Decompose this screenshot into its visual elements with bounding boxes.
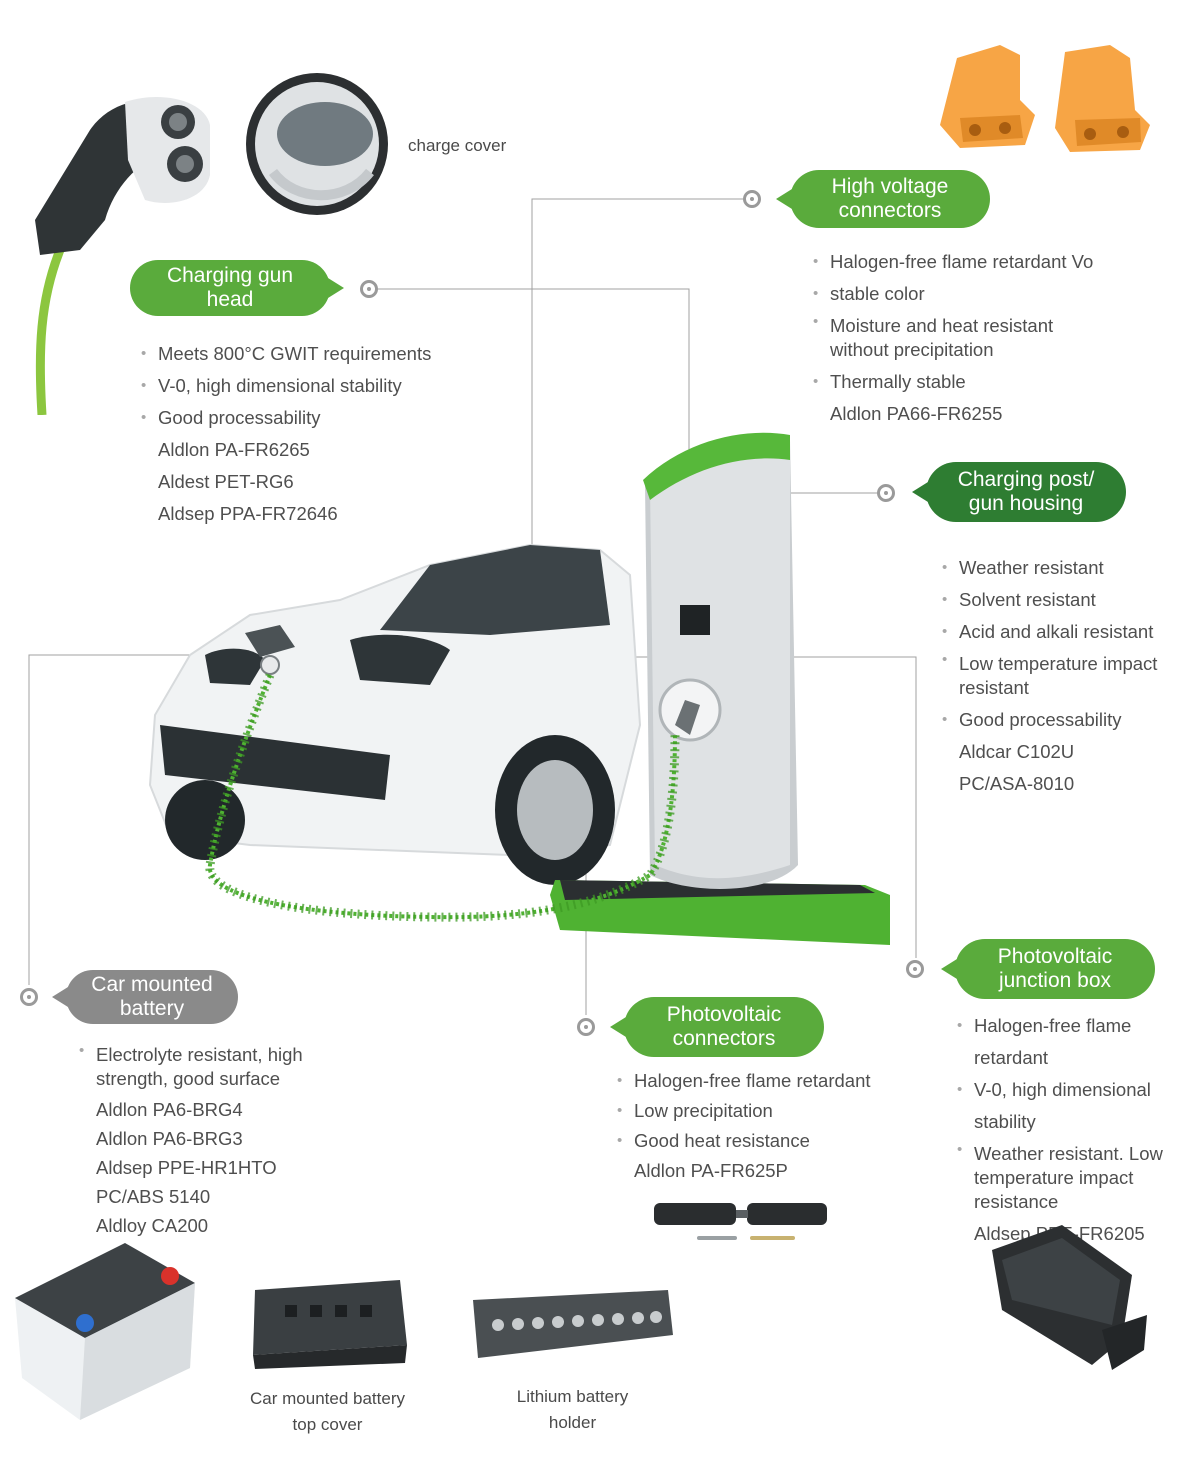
spec-material: Aldlon PA6-BRG4 [96,1099,243,1120]
pill-tail [912,482,928,502]
hv-connectors-image [940,45,1150,152]
pv-connectors-image [654,1203,827,1240]
marker-high-voltage [743,190,761,208]
spec-material: PC/ABS 5140 [96,1186,211,1207]
leader-high-voltage [531,198,752,640]
battery-top-cover-image [253,1280,407,1369]
charge-cover-image [246,73,388,215]
spec-item: Thermally stable [813,366,1193,398]
marker-pv-box [906,960,924,978]
spec-item: Halogen-free flame retardant [617,1066,917,1096]
spec-item: Low temperature impact resistant [942,648,1197,704]
marker-gun-head [360,280,378,298]
pv-junction-box-image [992,1225,1147,1370]
pill-high-voltage: High voltage connectors [776,170,990,228]
spec-battery: Electrolyte resistant, high strength, go… [79,1039,379,1240]
pill-tail [941,959,957,979]
marker-battery [20,988,38,1006]
spec-item: Weather resistant. Low temperature impac… [957,1138,1200,1218]
marker-post-housing [877,484,895,502]
spec-item: V-0, high dimensional stability [957,1074,1200,1138]
charging-gun-image [35,96,210,415]
spec-item: Good processability [141,402,501,434]
spec-material: Aldsep PPE-HR1HTO [96,1157,277,1178]
pill-pv-box-title: Photovoltaic junction box [997,945,1113,992]
spec-material: Aldloy CA200 [96,1215,209,1236]
spec-item: Acid and alkali resistant [942,616,1197,648]
spec-material: Aldlon PA-FR625P [634,1160,788,1181]
car-battery-image [15,1243,195,1420]
spec-item: Halogen-free flame retardant Vo [813,246,1193,278]
spec-item: Solvent resistant [942,584,1197,616]
pill-gun-head-title: Charging gun head [166,264,294,311]
spec-high-voltage: Halogen-free flame retardant Vo stable c… [813,246,1193,430]
spec-pv-box: Halogen-free flame retardant V-0, high d… [957,1010,1200,1250]
spec-material: Aldlon PA-FR6265 [158,439,310,460]
pill-post-housing: Charging post/ gun housing [912,462,1126,522]
pill-battery-title: Car mounted battery [91,973,213,1020]
spec-material: Aldsep PPA-FR72646 [158,503,338,524]
charge-cover-label: charge cover [408,136,507,155]
spec-item: Good processability [942,704,1197,736]
spec-material: Aldlon PA6-BRG3 [96,1128,243,1149]
spec-item: Good heat resistance [617,1126,917,1156]
marker-pv-connectors [577,1018,595,1036]
pill-tail [52,987,68,1007]
ev-charging-scene [148,432,890,945]
spec-post-housing: Weather resistant Solvent resistant Acid… [942,552,1197,800]
pill-pv-box: Photovoltaic junction box [941,939,1155,999]
pill-tail [610,1017,626,1037]
spec-material: Aldest PET-RG6 [158,471,294,492]
pill-gun-head: Charging gun head [130,260,344,316]
spec-material: PC/ASA-8010 [959,773,1075,794]
pill-tail [776,189,792,209]
lithium-holder-caption: Lithium battery holder [516,1387,629,1432]
spec-material: Aldcar C102U [959,741,1075,762]
spec-item: Low precipitation [617,1096,917,1126]
spec-material: Aldlon PA66-FR6255 [830,403,1003,424]
pill-high-voltage-title: High voltage connectors [831,175,949,222]
pill-pv-connectors-title: Photovoltaic connectors [666,1003,782,1050]
spec-item: V-0, high dimensional stability [141,370,501,402]
spec-gun-head: Meets 800°C GWIT requirements V-0, high … [141,338,501,530]
battery-top-cover-caption: Car mounted battery top cover [250,1389,405,1434]
spec-item: Electrolyte resistant, high strength, go… [79,1039,379,1095]
pill-post-housing-title: Charging post/ gun housing [957,468,1095,515]
pill-pv-connectors: Photovoltaic connectors [610,997,824,1057]
spec-pv-connectors: Halogen-free flame retardant Low precipi… [617,1066,917,1186]
pill-battery: Car mounted battery [52,970,238,1024]
pill-tail [328,278,344,298]
spec-item: stable color [813,278,1193,310]
spec-item: Moisture and heat resistant without prec… [813,310,1193,366]
spec-item: Weather resistant [942,552,1197,584]
spec-item: Halogen-free flame retardant [957,1010,1200,1074]
lithium-battery-holder-image [473,1290,673,1358]
spec-item: Meets 800°C GWIT requirements [141,338,501,370]
